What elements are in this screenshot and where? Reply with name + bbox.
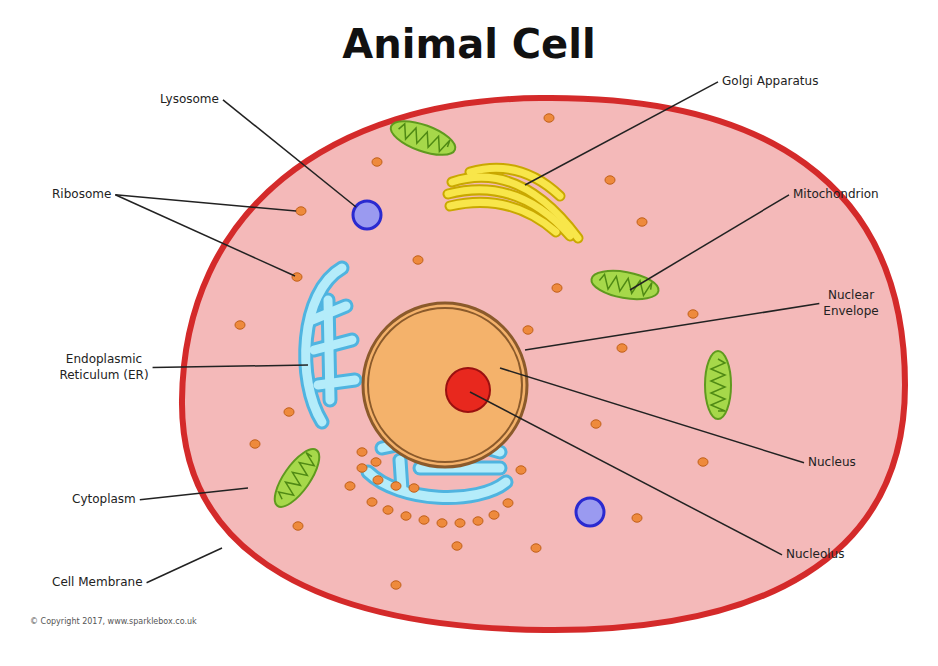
leader-line bbox=[525, 304, 819, 350]
ribosome bbox=[605, 176, 615, 184]
ribosome bbox=[552, 284, 562, 292]
part-label: Cytoplasm bbox=[72, 492, 136, 508]
ribosome bbox=[357, 464, 367, 472]
part-label: Nucleus bbox=[808, 455, 856, 471]
mitochondrion-cristae bbox=[276, 453, 317, 504]
leader-line bbox=[140, 488, 248, 500]
ribosome bbox=[489, 511, 499, 519]
ribosome bbox=[437, 519, 447, 527]
cell-membrane bbox=[182, 98, 905, 630]
mitochondrion-body bbox=[589, 266, 660, 303]
ribosome bbox=[345, 482, 355, 490]
ribosome bbox=[250, 440, 260, 448]
part-label: Nucleolus bbox=[786, 547, 844, 563]
ribosome bbox=[698, 458, 708, 466]
ribosome bbox=[401, 512, 411, 520]
part-label: Lysosome bbox=[160, 92, 219, 108]
ribosome bbox=[296, 207, 306, 215]
part-label: Cell Membrane bbox=[52, 575, 143, 591]
mitochondrion bbox=[589, 266, 660, 303]
ribosome bbox=[293, 522, 303, 530]
ribosome bbox=[452, 542, 462, 550]
ribosome bbox=[531, 544, 541, 552]
mitochondrion-cristae bbox=[598, 274, 652, 297]
mitochondrion-cristae bbox=[711, 359, 725, 411]
ribosome bbox=[419, 516, 429, 524]
mitochondria bbox=[267, 114, 731, 513]
ribosome bbox=[391, 581, 401, 589]
ribosome bbox=[637, 218, 647, 226]
part-label: Golgi Apparatus bbox=[722, 74, 818, 90]
lysosome bbox=[353, 201, 381, 229]
ribosome bbox=[409, 484, 419, 492]
ribosome bbox=[284, 408, 294, 416]
mitochondrion-body bbox=[705, 351, 731, 419]
mitochondrion bbox=[387, 114, 460, 162]
leader-line bbox=[153, 365, 308, 368]
ribosome bbox=[383, 506, 393, 514]
mitochondrion-body bbox=[267, 443, 327, 514]
mitochondrion bbox=[267, 443, 327, 514]
leader-line bbox=[115, 195, 296, 211]
ribosome bbox=[503, 499, 513, 507]
nuclear-envelope bbox=[363, 303, 527, 467]
ribosome bbox=[544, 114, 554, 122]
copyright-note: © Copyright 2017, www.sparklebox.co.uk bbox=[30, 617, 197, 627]
ribosome bbox=[617, 344, 627, 352]
ribosome bbox=[591, 420, 601, 428]
ribosome bbox=[413, 256, 423, 264]
ribosome bbox=[391, 482, 401, 490]
ribosome bbox=[688, 310, 698, 318]
leader-line bbox=[525, 82, 718, 185]
mitochondrion-cristae bbox=[396, 123, 450, 154]
ribosome bbox=[292, 273, 302, 281]
part-label: Ribosome bbox=[52, 187, 111, 203]
ribosome bbox=[371, 458, 381, 466]
part-label: Endoplasmic Reticulum (ER) bbox=[48, 352, 160, 383]
diagram-title: Animal Cell bbox=[0, 18, 938, 70]
ribosome bbox=[473, 517, 483, 525]
ribosome bbox=[372, 158, 382, 166]
part-label: Nuclear Envelope bbox=[812, 288, 890, 319]
mitochondrion-body bbox=[387, 114, 460, 162]
part-label: Mitochondrion bbox=[793, 187, 879, 203]
lysosome bbox=[576, 498, 604, 526]
ribosome bbox=[455, 519, 465, 527]
leader-line bbox=[500, 368, 804, 463]
ribosome bbox=[357, 448, 367, 456]
ribosome bbox=[632, 514, 642, 522]
leader-line bbox=[630, 195, 789, 290]
leader-line bbox=[115, 195, 295, 276]
mitochondrion bbox=[705, 351, 731, 419]
ribosome bbox=[235, 321, 245, 329]
ribosome bbox=[523, 326, 533, 334]
leader-line bbox=[223, 100, 356, 207]
ribosome bbox=[516, 466, 526, 474]
ribosome bbox=[373, 476, 383, 484]
golgi-apparatus bbox=[448, 168, 578, 238]
nucleolus bbox=[446, 368, 490, 412]
ribosomes bbox=[235, 114, 708, 589]
leader-line bbox=[470, 392, 782, 555]
nuclear-envelope-inner bbox=[368, 308, 522, 462]
leader-line bbox=[147, 548, 222, 583]
ribosome bbox=[367, 498, 377, 506]
